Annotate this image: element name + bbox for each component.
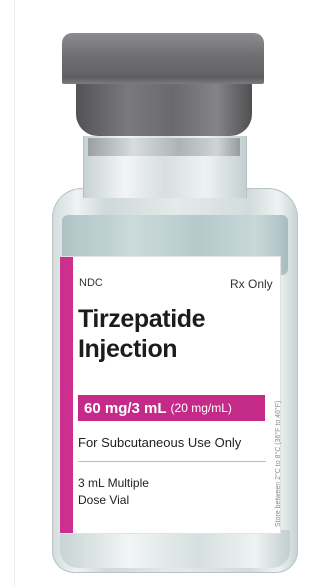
strength-main: 60 mg/3 mL: [84, 399, 167, 417]
vial-glass-base: [60, 530, 290, 568]
vial-crimp-seal: [88, 138, 240, 156]
frame-edge: [14, 0, 15, 587]
strength-badge: 60 mg/3 mL (20 mg/mL): [78, 395, 265, 421]
product-name-line1: Tirzepatide: [78, 305, 206, 333]
vial-cap-rim: [62, 76, 264, 84]
product-name-line2: Injection: [78, 335, 178, 363]
ndc-text: NDC: [79, 277, 103, 289]
vial-size-line2: Dose Vial: [78, 493, 130, 507]
label-accent-stripe: [60, 257, 73, 533]
vial-cap-body: [76, 78, 252, 136]
vial-cap-top: [62, 33, 264, 83]
strength-concentration: (20 mg/mL): [170, 401, 232, 415]
label-divider: [78, 461, 266, 462]
vial-label: NDC Rx Only Tirzepatide Injection 60 mg/…: [60, 257, 282, 533]
vial-size-line1: 3 mL Multiple: [78, 476, 149, 490]
storage-side-text: Store between 2°C to 8°C (36°F to 46°F): [275, 400, 282, 527]
rx-only-text: Rx Only: [230, 277, 273, 291]
usage-text: For Subcutaneous Use Only: [78, 435, 242, 450]
